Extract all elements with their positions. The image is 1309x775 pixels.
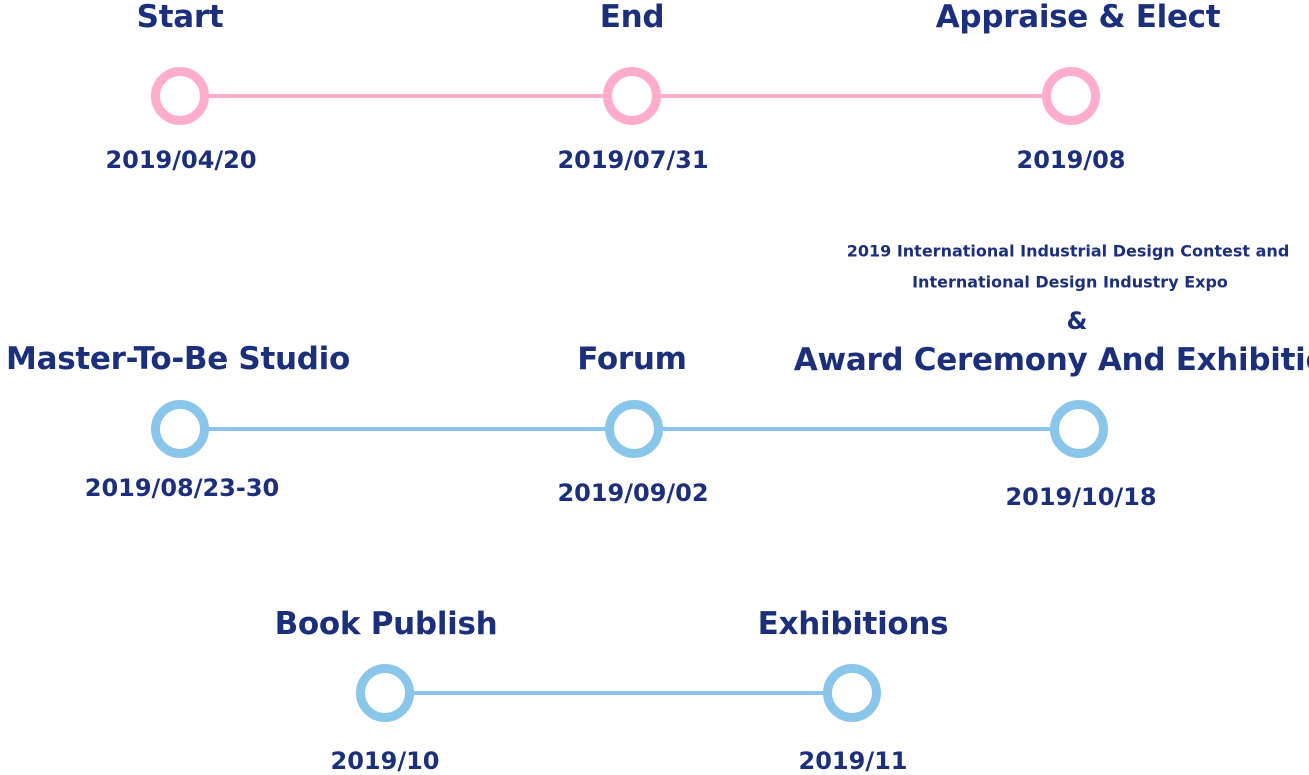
milestone-ampersand: & bbox=[1066, 307, 1088, 335]
milestone-node bbox=[1050, 400, 1108, 458]
milestone-date: 2019/04/20 bbox=[105, 146, 257, 174]
milestone-title: End bbox=[599, 0, 665, 35]
milestone-node bbox=[603, 67, 661, 125]
milestone-date: 2019/07/31 bbox=[557, 146, 709, 174]
milestone-title: Forum bbox=[577, 341, 687, 377]
timeline-line-3 bbox=[385, 691, 852, 695]
milestone-subtitle: International Design Industry Expo bbox=[912, 272, 1228, 292]
milestone-date: 2019/09/02 bbox=[557, 479, 709, 507]
milestone-title: Appraise & Elect bbox=[935, 0, 1221, 35]
milestone-title: Master-To-Be Studio bbox=[6, 341, 350, 377]
milestone-date: 2019/10 bbox=[330, 747, 440, 775]
milestone-date: 2019/10/18 bbox=[1005, 483, 1157, 511]
milestone-title: Exhibitions bbox=[757, 606, 949, 642]
milestone-title: Award Ceremony And Exhibition bbox=[793, 342, 1309, 378]
milestone-date: 2019/08/23-30 bbox=[84, 474, 280, 502]
milestone-node bbox=[823, 664, 881, 722]
milestone-node bbox=[151, 67, 209, 125]
milestone-node bbox=[605, 400, 663, 458]
milestone-node bbox=[1042, 67, 1100, 125]
milestone-subtitle: 2019 International Industrial Design Con… bbox=[846, 241, 1290, 261]
milestone-title: Start bbox=[136, 0, 224, 35]
milestone-node bbox=[151, 400, 209, 458]
milestone-date: 2019/08 bbox=[1016, 146, 1126, 174]
milestone-node bbox=[356, 664, 414, 722]
milestone-date: 2019/11 bbox=[798, 747, 908, 775]
milestone-title: Book Publish bbox=[274, 606, 498, 642]
